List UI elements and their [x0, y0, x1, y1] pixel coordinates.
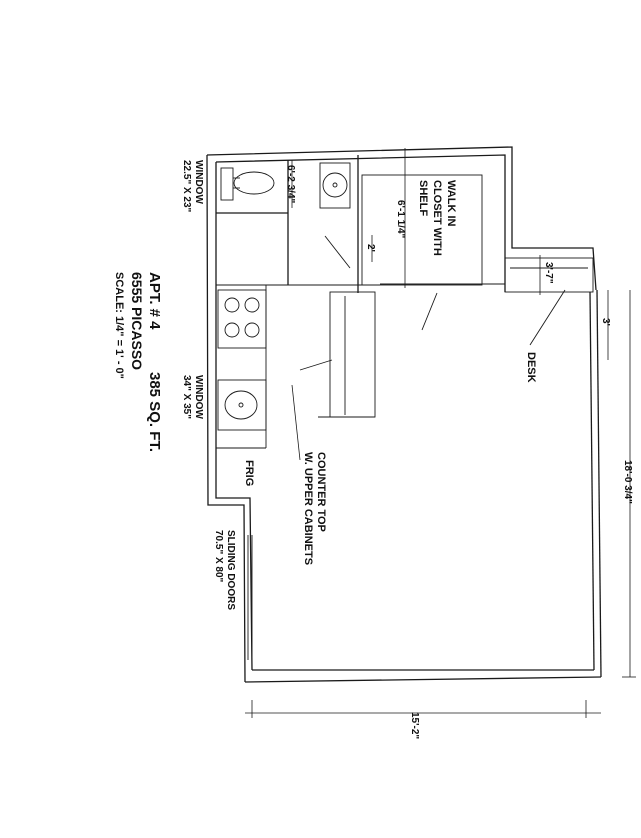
kitchen-sink-icon [217, 379, 267, 431]
counter-label: COUNTER TOP W. UPPER CABINETS [302, 452, 327, 565]
outer-walls [206, 146, 602, 683]
desk-label: DESK [525, 352, 537, 383]
dimension-lines [245, 148, 636, 718]
closet-width-dimension: 6'-1 1/4" [395, 200, 406, 239]
bath-window-label: WINDOW 22.5" X 23" [181, 160, 204, 213]
kitchen-window-size: 34" X 35" [181, 375, 192, 419]
closet-label-line-2: CLOSET WITH [431, 180, 443, 256]
address-title: 6555 PICASSO [129, 272, 145, 370]
desk-width-dimension: 3' [600, 318, 611, 326]
sliding-doors-label: SLIDING DOORS 70.5" X 80" [213, 530, 236, 610]
apartment-title: APT. # 4 [146, 272, 163, 330]
bath-door-swing [324, 235, 351, 269]
closet [357, 155, 566, 346]
kitchen-window-label: WINDOW 34" X 35" [181, 375, 204, 419]
frig-label: FRIG [243, 460, 255, 486]
counter-leader [299, 359, 333, 371]
title-block: APT. # 4 385 SQ. FT. 6555 PICASSO SCALE:… [113, 272, 163, 452]
bath-window-size: 22.5" X 23" [181, 160, 192, 213]
counter-top [318, 291, 376, 418]
kitchen [216, 285, 376, 461]
desk [504, 257, 594, 293]
sliding-doors-size: 70.5" X 80" [213, 530, 224, 583]
closet-door-swing [421, 292, 438, 331]
bath-width-dimension: 6'-2 3/4" [285, 165, 296, 204]
kitchen-window-label-line-1: WINDOW [193, 375, 204, 419]
stove-icon [217, 289, 267, 349]
desk-depth-dimension: 3'-7" [543, 262, 554, 284]
scale-label: SCALE: 1/4" = 1' - 0" [113, 272, 125, 379]
sliding-doors-label-line-1: SLIDING DOORS [225, 530, 236, 610]
closet-label: WALK IN CLOSET WITH SHELF [417, 180, 457, 256]
room-length-dimension: 18'-0 3/4" [622, 460, 633, 504]
bath-window-label-line-1: WINDOW [193, 160, 204, 204]
room-width-dimension: 15'-2" [409, 712, 420, 739]
closet-door-dimension: 2' [365, 244, 376, 252]
bathroom [216, 160, 380, 286]
closet-label-line-1: WALK IN [445, 180, 457, 226]
toilet-icon [220, 167, 275, 201]
bath-sink-icon [319, 162, 351, 209]
area-title: 385 SQ. FT. [146, 372, 163, 452]
counter-leader-2 [291, 384, 301, 461]
counter-label-line-2: W. UPPER CABINETS [302, 452, 314, 565]
entry-door-swing [529, 289, 566, 346]
counter-label-line-1: COUNTER TOP [315, 452, 327, 532]
closet-label-line-3: SHELF [417, 180, 429, 216]
